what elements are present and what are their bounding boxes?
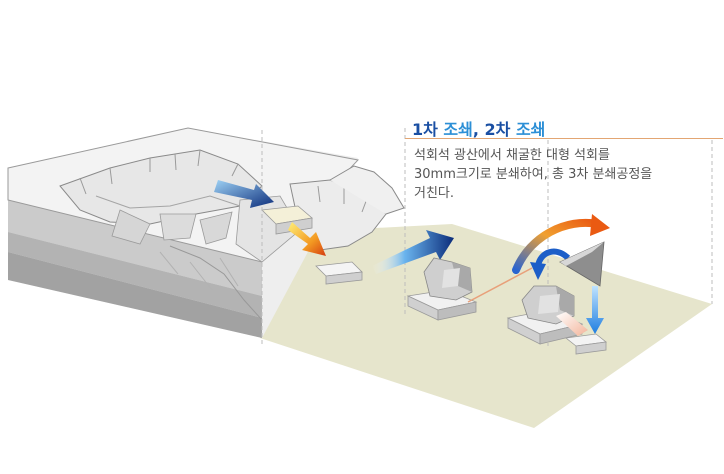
title-part-1: 1차 (412, 120, 438, 139)
title-part-4: 2차 (484, 120, 511, 139)
flow-arrow-arc (512, 218, 602, 274)
ground-plane (260, 224, 712, 428)
title-rule (405, 138, 723, 139)
flow-arrow-return (535, 248, 571, 267)
flow-arrow-icon (214, 180, 274, 208)
strata-bottom (8, 252, 262, 338)
description-line-2: 30mm크기로 분쇄하여, 총 3차 분쇄공정을 (414, 167, 653, 182)
strata-top (8, 200, 262, 296)
flow-beam (556, 312, 588, 336)
caption-title: 1차 조쇄, 2차 조쇄 (412, 116, 545, 140)
title-part-5: 조쇄 (510, 120, 546, 139)
strata-middle (8, 232, 262, 318)
description-line-1: 석회석 광산에서 채굴한 대형 석회를 (414, 148, 610, 163)
flow-arrow-blue-long (372, 230, 454, 274)
title-part-3: , (472, 120, 485, 139)
caption-description: 석회석 광산에서 채굴한 대형 석회를 30mm크기로 분쇄하여, 총 3차 분… (414, 146, 714, 203)
flow-arrow-orange (288, 222, 326, 256)
conveyor-1 (467, 267, 533, 303)
flow-arrow-down (586, 286, 604, 334)
title-part-2: 조쇄 (437, 120, 473, 139)
description-line-3: 거친다. (414, 186, 455, 201)
